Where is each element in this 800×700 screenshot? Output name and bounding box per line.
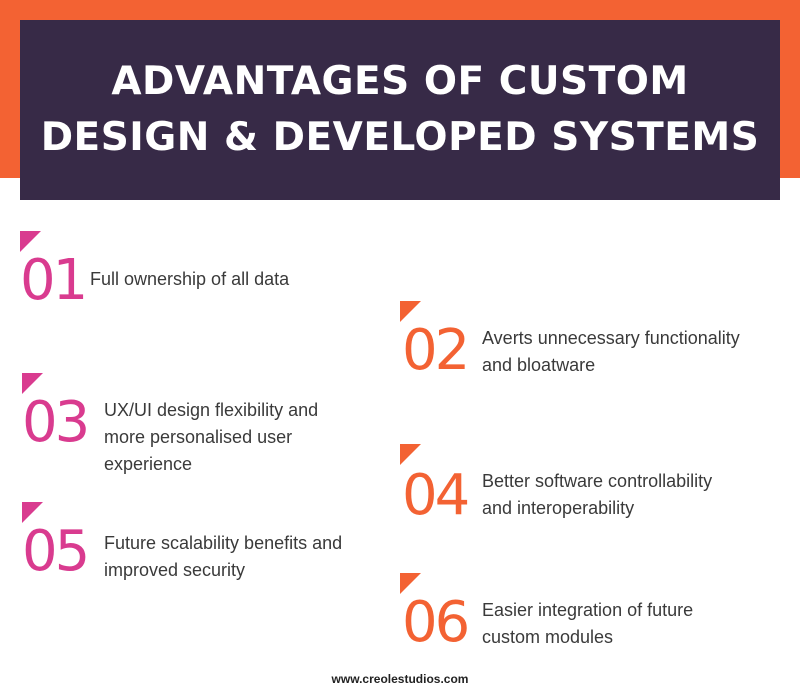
item-text: UX/UI design flexibility and more person… <box>104 397 318 478</box>
advantage-item-04: 04 Better software controllability and i… <box>400 444 790 529</box>
page-title-line-2: DESIGN & DEVELOPED SYSTEMS <box>40 115 760 160</box>
item-text-line: and bloatware <box>482 355 596 375</box>
corner-triangle-icon <box>400 301 421 322</box>
item-text: Future scalability benefits and improved… <box>104 530 342 584</box>
item-text-line: UX/UI design flexibility and <box>104 400 319 420</box>
item-text-line: more personalised user <box>104 427 293 447</box>
item-text-line: Easier integration of future <box>482 600 694 620</box>
corner-triangle-icon <box>400 573 421 594</box>
advantage-item-05: 05 Future scalability benefits and impro… <box>22 502 392 587</box>
item-number: 01 <box>20 248 88 313</box>
item-text: Better software controllability and inte… <box>482 468 712 522</box>
advantage-item-02: 02 Averts unnecessary functionality and … <box>400 301 790 386</box>
item-text-line: and interoperability <box>482 498 635 518</box>
item-number: 03 <box>22 390 90 455</box>
item-text-line: improved security <box>104 560 246 580</box>
item-text: Full ownership of all data <box>90 266 289 293</box>
item-text: Easier integration of future custom modu… <box>482 597 693 651</box>
item-number: 05 <box>22 519 90 584</box>
corner-triangle-icon <box>20 231 41 252</box>
footer-url: www.creolestudios.com <box>331 672 469 686</box>
advantage-item-06: 06 Easier integration of future custom m… <box>400 573 790 658</box>
title-banner: ADVANTAGES OF CUSTOM DESIGN & DEVELOPED … <box>20 20 780 200</box>
item-number: 02 <box>402 318 470 383</box>
item-text-line: Averts unnecessary functionality <box>482 328 740 348</box>
page-title-line-1: ADVANTAGES OF CUSTOM <box>111 59 689 104</box>
item-number: 06 <box>402 590 470 655</box>
advantage-item-01: 01 Full ownership of all data <box>20 231 380 311</box>
item-text: Averts unnecessary functionality and blo… <box>482 325 740 379</box>
corner-triangle-icon <box>400 444 421 465</box>
item-text-line: Full ownership of all data <box>90 269 290 289</box>
item-text-line: Better software controllability <box>482 471 713 491</box>
item-number: 04 <box>402 463 470 528</box>
item-text-line: custom modules <box>482 627 614 647</box>
item-text-line: experience <box>104 454 193 474</box>
corner-triangle-icon <box>22 502 43 523</box>
corner-triangle-icon <box>22 373 43 394</box>
item-text-line: Future scalability benefits and <box>104 533 343 553</box>
advantage-item-03: 03 UX/UI design flexibility and more per… <box>22 373 392 483</box>
